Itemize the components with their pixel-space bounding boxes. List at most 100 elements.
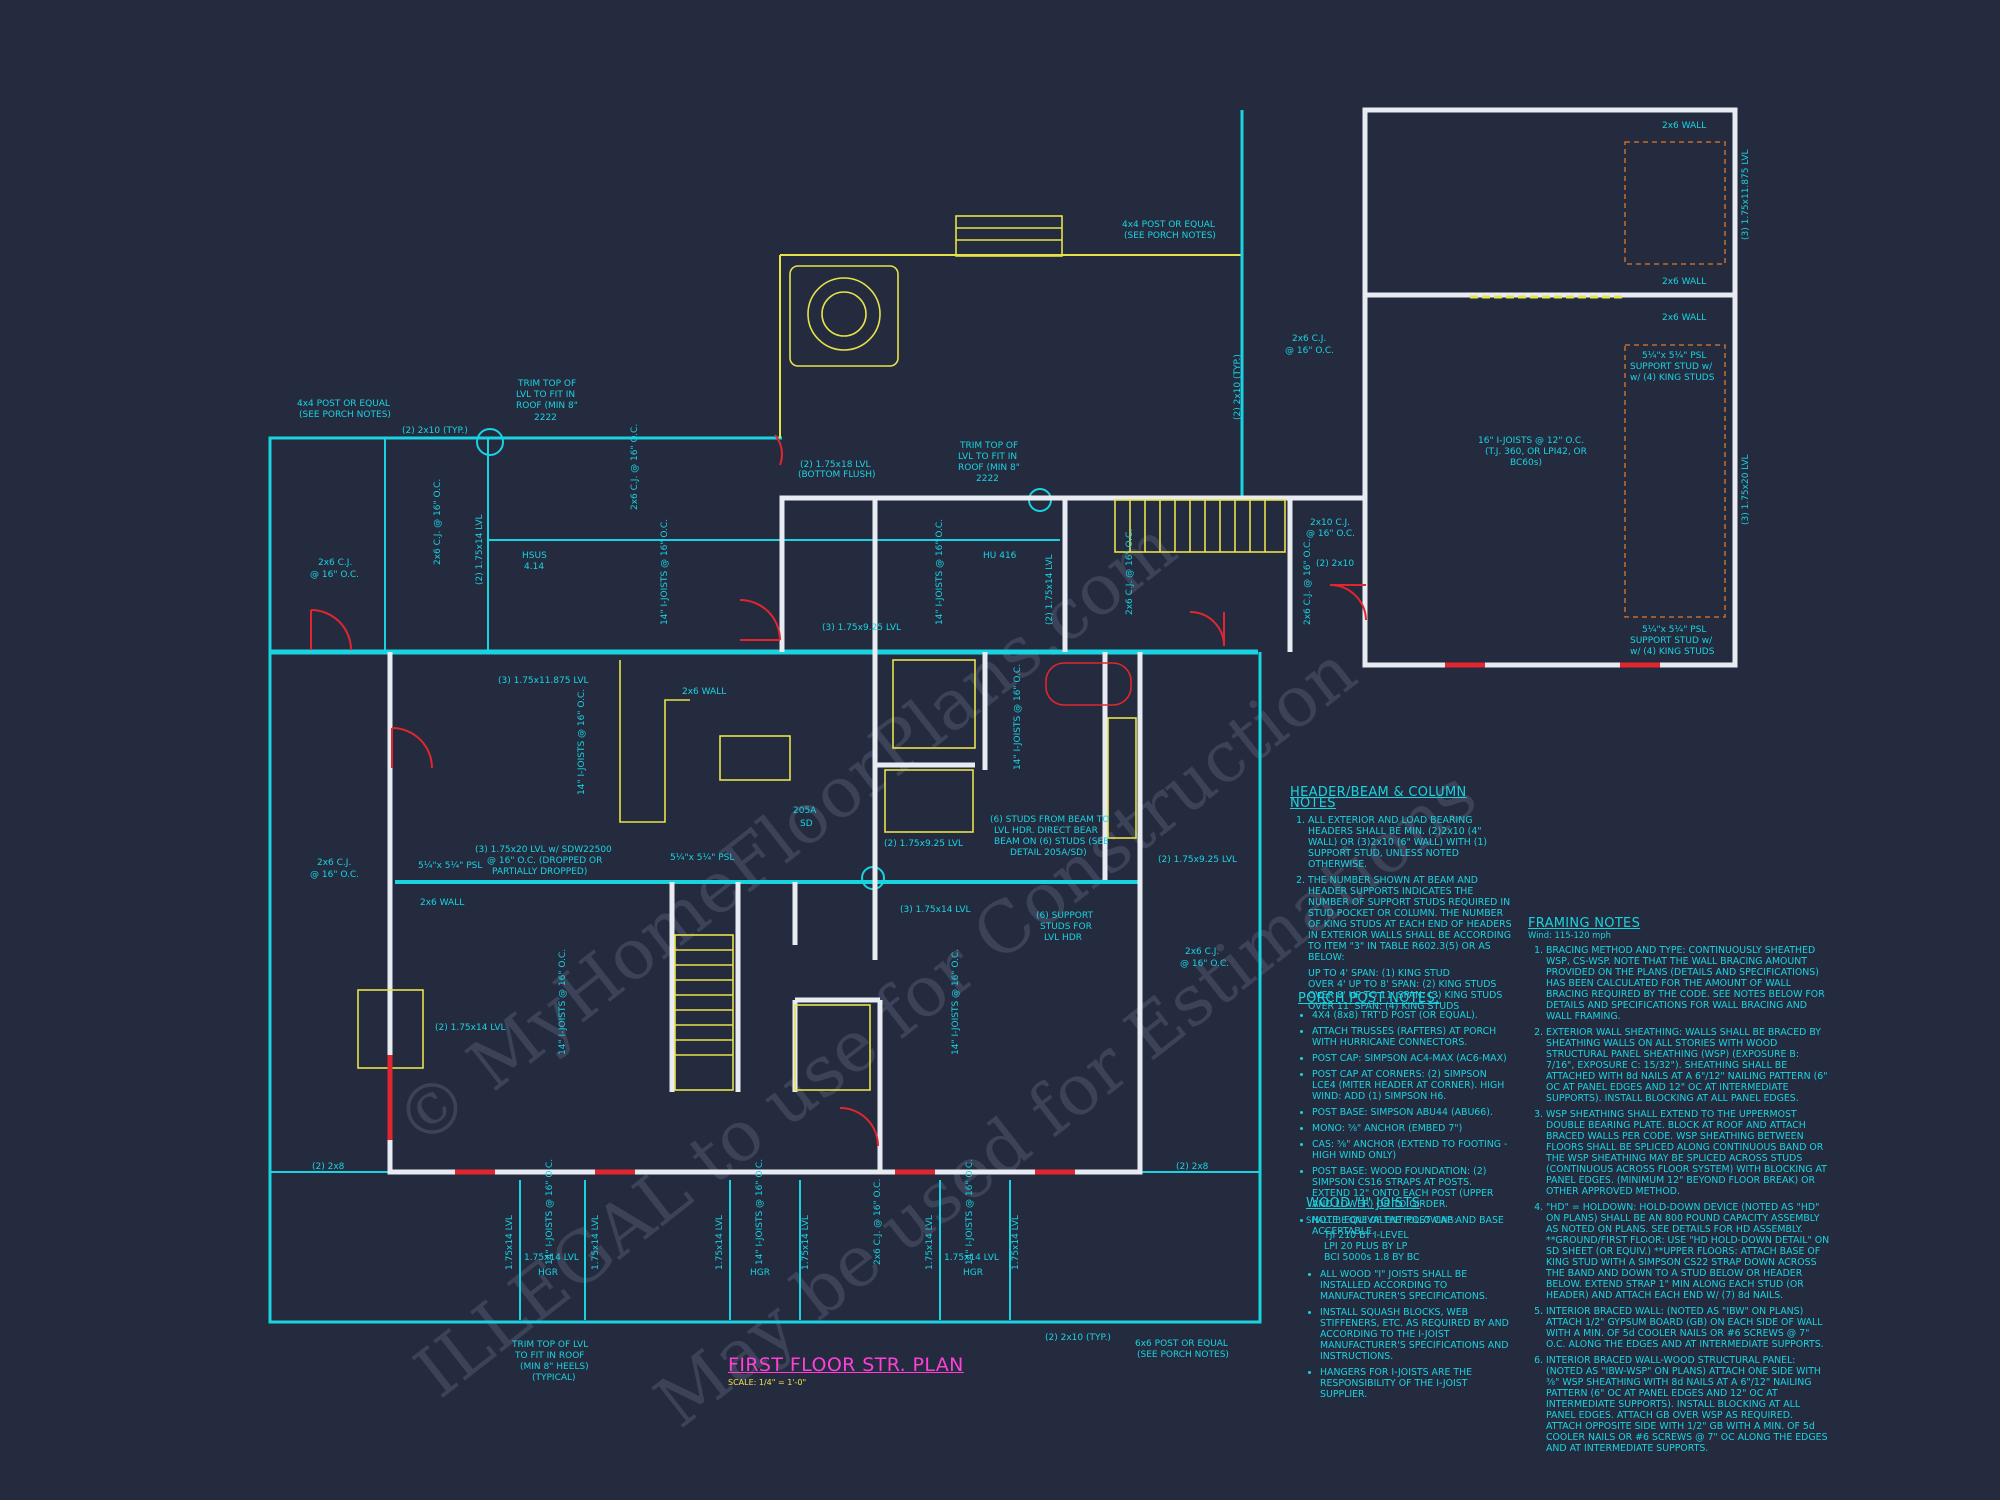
plan-scale: SCALE: 1/4" = 1'-0"	[728, 1378, 807, 1387]
bathtub	[1045, 662, 1132, 706]
label-psl-a: 5¼"x 5¼" PSL	[418, 861, 482, 871]
header-beam-notes-title: HEADER/BEAM & COLUMN NOTES	[1290, 785, 1467, 811]
fixtures	[357, 215, 1286, 1091]
garage-stair	[1114, 499, 1286, 553]
label-lvl-1-75x9-b: (2) 1.75x9.25 LVL	[884, 839, 963, 849]
plan-title: FIRST FLOOR STR. PLAN	[728, 1354, 964, 1376]
garage-psl-outlines	[1624, 141, 1726, 618]
main-stair	[674, 934, 734, 1091]
label-lvl-bottom-flush-1: (2) 1.75x18 LVL	[800, 460, 870, 470]
label-trim-top-b1: TRIM TOP OF	[959, 441, 1018, 451]
label-ijoist-vert-4: 14" I-JOISTS @ 16" O.C.	[1013, 664, 1023, 770]
framing-note-2: EXTERIOR WALL SHEATHING: WALLS SHALL BE …	[1546, 1027, 1830, 1104]
king-stud-rule-4: OVER 11' SPAN: (4) KING STUDS	[1308, 1001, 1460, 1012]
i-joist-option-1: TJI 210 BY I-LEVEL	[1324, 1230, 1409, 1241]
doors	[310, 434, 1660, 1175]
label-ijoist-vert-6: 14" I-JOISTS @ 16" O.C.	[951, 949, 961, 1055]
label-cj-right-mid-oc: @ 16" O.C.	[1180, 959, 1229, 969]
king-stud-rule-3: OVER 8' UP TO 11' SPAN: (3) KING STUDS	[1308, 990, 1503, 1001]
i-joist-note-2: INSTALL SQUASH BLOCKS, WEB STIFFENERS, E…	[1320, 1307, 1512, 1362]
framing-note-1: BRACING METHOD AND TYPE: CONTINUOUSLY SH…	[1546, 945, 1830, 1022]
label-post-porch-left-2: (SEE PORCH NOTES)	[299, 410, 391, 420]
label-psl-support-3: w/ (4) KING STUDS	[1630, 373, 1715, 383]
label-post-porch-top-2: (SEE PORCH NOTES)	[1124, 231, 1216, 241]
wood-i-joist-notes: WOOD "I" JOISTS SHALL BE ONE OF THE FOLL…	[1306, 1196, 1512, 1405]
label-porch-lvl-5: 1.75x14 LVL	[925, 1215, 935, 1270]
label-lvl-right-1: (3) 1.75x11.875 LVL	[1741, 149, 1751, 240]
header-beam-notes: HEADER/BEAM & COLUMN NOTES ALL EXTERIOR …	[1290, 785, 1512, 1012]
label-lvl-right-2: (3) 1.75x20 LVL	[1741, 455, 1751, 525]
label-two-2x8-left: (2) 2x8	[312, 1162, 345, 1172]
label-lvl-vert-1: (2) 1.75x14 LVL	[475, 515, 485, 585]
label-cj-left-lower: 2x6 C.J.	[317, 858, 351, 868]
label-porch-ij-1: 14" I-JOISTS @ 16" O.C.	[545, 1159, 555, 1265]
closet-b	[794, 1004, 871, 1091]
porch-post-note-3: POST CAP: SIMPSON AC4-MAX (AC6-MAX)	[1312, 1053, 1512, 1064]
framing-note-3: WSP SHEATHING SHALL EXTEND TO THE UPPERM…	[1546, 1109, 1830, 1197]
label-detail-sd: SD	[800, 819, 813, 829]
label-post-porch-top: 4x4 POST OR EQUAL	[1122, 220, 1215, 230]
deck-steps	[955, 215, 1063, 257]
label-studs-beam-4: DETAIL 205A/SD)	[1010, 848, 1087, 858]
label-wall-2x6-a: 2x6 WALL	[682, 687, 726, 697]
label-cj-vert-3: 2x6 C.J. @ 16" O.C.	[1125, 529, 1135, 615]
label-psl-support-1: 5¼"x 5¼" PSL	[1642, 351, 1706, 361]
label-typ-vert: (2) 2x10 (TYP.)	[1233, 354, 1243, 420]
label-hu: HU 416	[983, 551, 1017, 561]
label-hgr-3: HGR	[963, 1268, 983, 1278]
label-two-2x10: (2) 2x10	[1316, 559, 1354, 569]
label-lvl-dropped-2: @ 16" O.C. (DROPPED OR	[487, 856, 602, 866]
kitchen-island	[719, 735, 791, 781]
label-lvl-fireplace: (2) 1.75x14 LVL	[435, 1023, 505, 1033]
label-studs-beam-1: (6) STUDS FROM BEAM TO	[990, 815, 1109, 825]
i-joist-note-1: ALL WOOD "I" JOISTS SHALL BE INSTALLED A…	[1320, 1269, 1512, 1302]
label-trim-top-4: 2222	[534, 413, 557, 423]
label-trim-bottom-1: TRIM TOP OF LVL	[511, 1340, 588, 1350]
label-lvl-1-75x14-c: (3) 1.75x14 LVL	[900, 905, 970, 915]
label-support-studs-3: LVL HDR	[1044, 933, 1082, 943]
wood-i-joist-notes-title: WOOD "I" JOISTS	[1306, 1196, 1421, 1211]
label-hgr-1: HGR	[538, 1268, 558, 1278]
porch-post-note-6: MONO: ⅝" ANCHOR (EMBED 7")	[1312, 1123, 1512, 1134]
plan-title-block: FIRST FLOOR STR. PLAN SCALE: 1/4" = 1'-0…	[728, 1354, 964, 1387]
label-garage-ijoist-1: 16" I-JOISTS @ 12" O.C.	[1478, 436, 1584, 446]
header-beam-note-2: THE NUMBER SHOWN AT BEAM AND HEADER SUPP…	[1308, 875, 1512, 963]
porch-post-note-9: NOTE: EQUIVALENT POST CAP AND BASE ACCEP…	[1312, 1215, 1512, 1237]
label-cj-left-oc: @ 16" O.C.	[310, 570, 359, 580]
label-hsus-2: 4.14	[524, 562, 544, 572]
closet-a	[892, 659, 976, 749]
label-porch-lvl-1: 1.75x14 LVL	[505, 1215, 515, 1270]
wood-i-joist-sub: SHALL BE ONE OF THE FOLLOWING:	[1306, 1215, 1457, 1225]
framing-note-4: "HD" = HOLDOWN: HOLD-DOWN DEVICE (NOTED …	[1546, 1202, 1830, 1301]
framing-notes-wind: Wind: 115-120 mph	[1528, 930, 1611, 940]
label-garage-ijoist-2: (T.J. 360, OR LPI42, OR	[1485, 447, 1587, 457]
hot-tub	[789, 265, 899, 367]
porch-post-note-5: POST BASE: SIMPSON ABU44 (ABU66).	[1312, 1107, 1512, 1118]
label-ijoist-vert-1: 14" I-JOISTS @ 16" O.C.	[660, 519, 670, 625]
label-lvl-right-mid: (2) 1.75x9.25 LVL	[1158, 855, 1237, 865]
label-cj-vert-1: 2x6 C.J. @ 16" O.C.	[433, 479, 443, 565]
framing-note-6: INTERIOR BRACED WALL-WOOD STRUCTURAL PAN…	[1546, 1355, 1830, 1454]
label-trim-top-b2: LVL TO FIT IN	[958, 452, 1017, 462]
label-garage-ijoist-3: BC60s)	[1510, 458, 1542, 468]
label-lvl-dropped-1: (3) 1.75x20 LVL w/ SDW22500	[475, 845, 612, 855]
label-psl-support-b3: w/ (4) KING STUDS	[1630, 647, 1715, 657]
porch-post-note-7: CAS: ⅝" ANCHOR (EXTEND TO FOOTING - HIGH…	[1312, 1139, 1512, 1161]
label-cj-mid: 2x6 C.J.	[1292, 334, 1326, 344]
porch-post-note-1: 4X4 (8x8) TRT'D POST (OR EQUAL).	[1312, 1010, 1512, 1021]
label-cj-mid-oc: @ 16" O.C.	[1285, 346, 1334, 356]
label-studs-beam-3: BEAM ON (6) STUDS (SEE	[994, 837, 1109, 847]
label-hgr-2: HGR	[750, 1268, 770, 1278]
label-cj-garage-stair: 2x10 C.J.	[1310, 518, 1350, 528]
label-lvl-bottom-flush-2: (BOTTOM FLUSH)	[798, 470, 875, 480]
label-psl-support-2: SUPPORT STUD w/	[1630, 362, 1713, 372]
label-trim-bottom-2: TO FIT IN ROOF	[514, 1351, 584, 1361]
label-post-porch-left: 4x4 POST OR EQUAL	[297, 399, 390, 409]
label-trim-top-b3: ROOF (MIN 8"	[958, 463, 1020, 473]
label-trim-bottom-3: (MIN 8" HEELS)	[520, 1362, 589, 1372]
label-cj-garage-stair-oc: @ 16" O.C.	[1306, 529, 1355, 539]
label-porch-lvl-4: 1.75x14 LVL	[801, 1215, 811, 1270]
header-beam-note-1: ALL EXTERIOR AND LOAD BEARING HEADERS SH…	[1308, 815, 1512, 870]
label-trim-top-b4: 2222	[976, 474, 999, 484]
